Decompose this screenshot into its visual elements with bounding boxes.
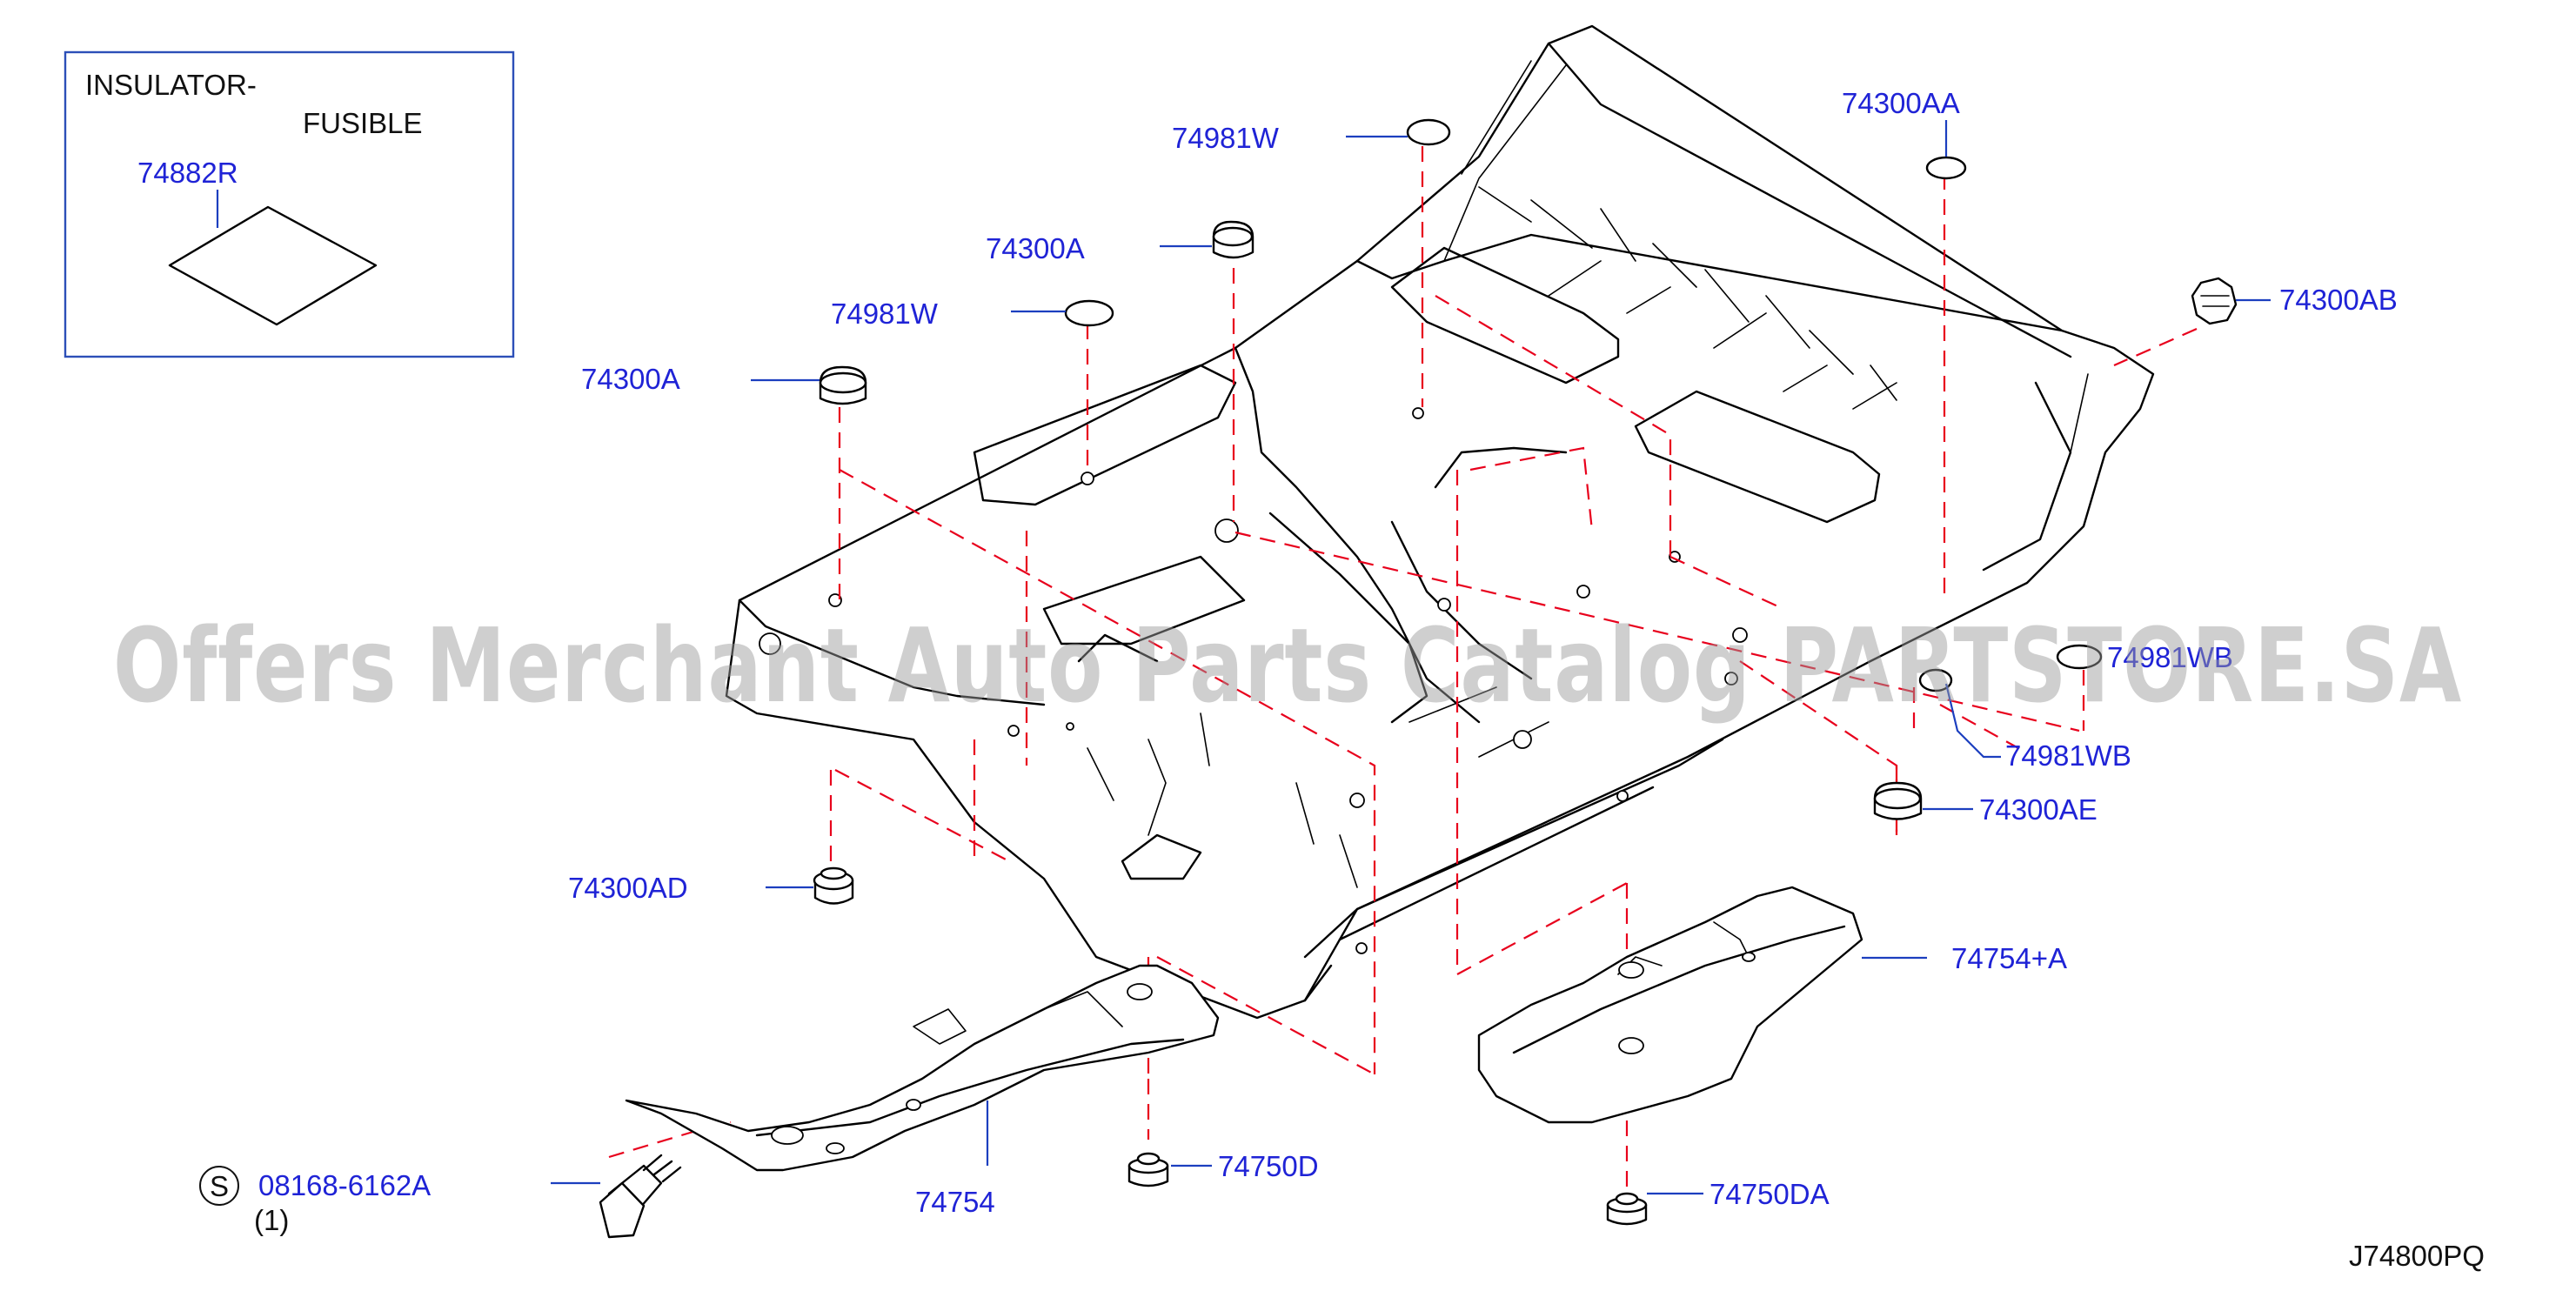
inset-title-line2: FUSIBLE xyxy=(303,107,423,139)
callout-74754-plus-A[interactable]: 74754+A xyxy=(1951,942,2067,974)
watermark-text: Offers Merchant Auto Parts Catalog PARTS… xyxy=(113,605,2462,726)
callout-74300AB[interactable]: 74300AB xyxy=(2279,284,2398,316)
small-parts xyxy=(599,118,2238,1239)
insulator-pad-shape xyxy=(168,205,378,326)
callout-74300AE[interactable]: 74300AE xyxy=(1979,793,2098,826)
phantom-lines xyxy=(608,146,2198,1192)
callout-74981WB-hidden[interactable]: 74981WB xyxy=(2107,641,2233,673)
callout-74981W-top[interactable]: 74981W xyxy=(1172,122,1280,154)
callout-labels: 74981W 74300AA 74300A 74981W 74300AB 743… xyxy=(199,87,2485,1272)
callout-74981WB[interactable]: 74981WB xyxy=(2005,739,2131,772)
callout-74300A-left[interactable]: 74300A xyxy=(581,363,680,395)
undercover-74754A xyxy=(1477,886,1863,1124)
callout-08168-6162A[interactable]: 08168-6162A xyxy=(258,1169,431,1201)
floor-panel xyxy=(725,24,2155,1020)
screw-symbol-circle xyxy=(199,1166,239,1206)
callout-74750D[interactable]: 74750D xyxy=(1218,1150,1319,1182)
undercover-74754 xyxy=(625,964,1220,1172)
callout-74300A-upper[interactable]: 74300A xyxy=(986,232,1085,264)
leader-lines xyxy=(551,120,2271,1195)
bolt-quantity: (1) xyxy=(254,1204,289,1236)
callout-74981W-mid[interactable]: 74981W xyxy=(831,298,939,330)
insulator-fusible-inset: INSULATOR- FUSIBLE 74882R xyxy=(64,50,515,358)
inset-title-line1: INSULATOR- xyxy=(85,69,257,101)
callout-74300AA[interactable]: 74300AA xyxy=(1842,87,1960,119)
screw-symbol-letter: S xyxy=(210,1170,229,1202)
callout-74750DA[interactable]: 74750DA xyxy=(1710,1178,1830,1210)
callout-74300AD[interactable]: 74300AD xyxy=(568,872,688,904)
callout-74882R[interactable]: 74882R xyxy=(137,157,238,189)
callout-74754[interactable]: 74754 xyxy=(915,1186,995,1218)
diagram-code: J74800PQ xyxy=(2349,1240,2485,1272)
